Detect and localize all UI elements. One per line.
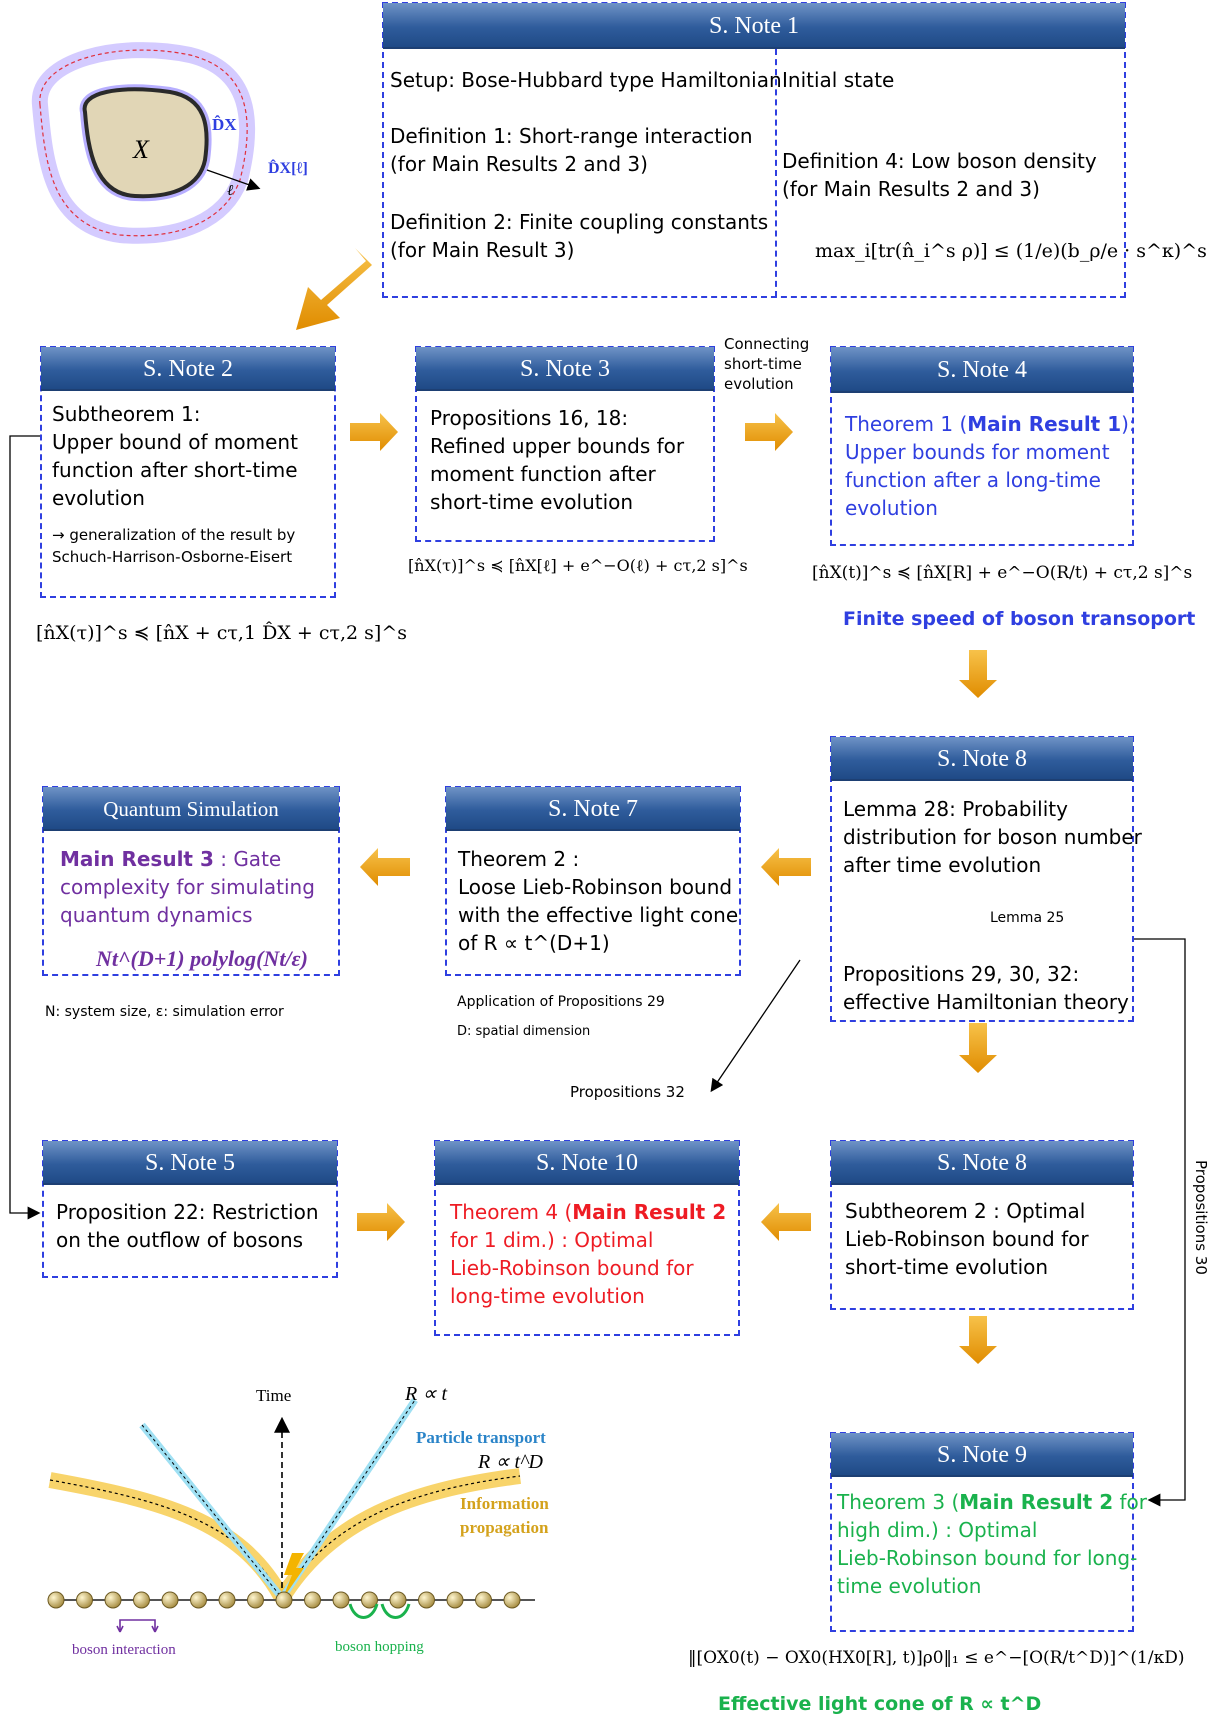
prop30-label: Propositions 30 <box>1192 1160 1210 1275</box>
note8b-header: S. Note 8 <box>831 1141 1133 1185</box>
boson-site <box>47 1591 65 1609</box>
note2-header: S. Note 2 <box>41 347 335 391</box>
note9-header: S. Note 9 <box>831 1433 1133 1477</box>
boson-site <box>418 1591 435 1609</box>
note10-body: Theorem 4 (Main Result 2 for 1 dim.) : O… <box>450 1200 727 1308</box>
cone-rt-label: R ∝ t <box>405 1383 448 1405</box>
note1-def4: Definition 4: Low boson density (for Mai… <box>782 149 1097 201</box>
arrow-note8-to-note8b <box>959 1023 997 1073</box>
note7-app: Application of Propositions 29 <box>457 994 665 1010</box>
note4-body: Theorem 1 (Main Result 1): Upper bounds … <box>845 412 1136 520</box>
boson-site <box>332 1591 350 1609</box>
boson-site <box>389 1591 407 1609</box>
boson-site <box>76 1591 93 1609</box>
boson-site <box>446 1591 464 1609</box>
cone-info1-label: Information <box>460 1494 549 1513</box>
note8a-body1: Lemma 28: Probability distribution for b… <box>843 797 1142 877</box>
note8a-header: S. Note 8 <box>831 737 1133 781</box>
note8b-body: Subtheorem 2 : Optimal Lieb-Robinson bou… <box>845 1199 1089 1279</box>
note9-caption: Effective light cone of R ∝ t^D <box>718 1693 1042 1715</box>
boson-site <box>133 1591 150 1609</box>
note5-body: Proposition 22: Restriction on the outfl… <box>56 1200 319 1252</box>
note1-divider <box>775 49 777 297</box>
prop32-label: Propositions 32 <box>570 1083 685 1101</box>
note2-formula: [n̂X(τ)]^s ≼ [n̂X + cτ,1 D̂X + cτ,2 s]^s <box>36 622 408 644</box>
connector-note8-note9 <box>1133 938 1186 1507</box>
boson-site <box>104 1591 122 1609</box>
arrow-note5-to-note10 <box>357 1203 405 1241</box>
qsim-formula: Nt^(D+1) polylog(Nt/ε) <box>96 946 308 971</box>
arrow-note8-to-note7 <box>761 848 811 886</box>
region-x-label: X <box>133 135 149 164</box>
boson-site <box>304 1591 321 1609</box>
note1-def2: Definition 2: Finite coupling constants … <box>390 210 769 262</box>
note7-body: Theorem 2 : Loose Lieb-Robinson bound wi… <box>458 847 739 955</box>
note4-header: S. Note 4 <box>831 347 1133 393</box>
note1-setup: Setup: Bose-Hubbard type Hamiltonian <box>390 68 782 92</box>
boson-site <box>361 1591 378 1609</box>
connector-note2-note5 <box>9 435 41 1220</box>
note7-header: S. Note 7 <box>446 787 740 831</box>
note2-sub: → generalization of the result by Schuch… <box>52 526 296 566</box>
note1-def1: Definition 1: Short-range interaction (f… <box>390 124 753 176</box>
boson-site <box>503 1591 521 1609</box>
region-illustration <box>31 42 261 244</box>
cone-interaction-label: boson interaction <box>72 1642 176 1658</box>
boson-site <box>475 1591 492 1609</box>
boson-site <box>275 1591 293 1609</box>
note5-header: S. Note 5 <box>43 1141 337 1185</box>
note4-formula: [n̂X(t)]^s ≼ [n̂X[R] + e^−O(R/t) + cτ,2 … <box>812 563 1193 583</box>
note1-header: S. Note 1 <box>383 3 1125 49</box>
note3-header: S. Note 3 <box>416 347 714 391</box>
cone-info2-label: propagation <box>460 1518 549 1537</box>
boson-chain <box>47 1591 521 1609</box>
qsim-header: Quantum Simulation <box>43 787 339 831</box>
boson-site <box>218 1591 236 1609</box>
note2-body: Subtheorem 1: Upper bound of moment func… <box>52 402 298 510</box>
note1-formula: max_i[tr(n̂_i^s ρ)] ≤ (1/e)(b_ρ/e · s^κ)… <box>815 240 1207 262</box>
qsim-caption: N: system size, ε: simulation error <box>45 1004 284 1020</box>
boson-site <box>161 1591 179 1609</box>
note9-formula: ‖[OX0(t) − OX0(HX0[R], t)]ρ0‖₁ ≤ e^−[O(R… <box>688 1648 1185 1668</box>
cone-hopping-label: boson hopping <box>335 1639 424 1655</box>
region-dxl-label: D̂X[ℓ] <box>268 160 308 177</box>
cone-rtd-label: R ∝ t^D <box>478 1451 543 1473</box>
boson-site <box>190 1591 207 1609</box>
note9-body: Theorem 3 (Main Result 2 for high dim.) … <box>837 1490 1147 1598</box>
connect-note: Connecting short-time evolution <box>724 335 810 393</box>
arrow-note1-to-note2 <box>296 248 372 330</box>
arrow-note8b-to-note10 <box>761 1203 811 1241</box>
region-dx-label: D̂X <box>212 115 237 134</box>
arrow-note7-to-qsim <box>360 848 410 886</box>
note4-caption: Finite speed of boson transoport <box>843 608 1196 630</box>
note8a-lemma: Lemma 25 <box>990 910 1065 926</box>
note3-body: Propositions 16, 18: Refined upper bound… <box>430 406 685 514</box>
note8a-box <box>830 736 1134 1022</box>
light-cone-illustration <box>47 1398 535 1633</box>
note7-dim: D: spatial dimension <box>457 1024 591 1039</box>
region-ell-label: ℓ <box>227 183 234 199</box>
boson-site <box>247 1591 264 1609</box>
arrow-note4-to-note8 <box>959 650 997 698</box>
arrow-note2-to-note3 <box>350 413 398 451</box>
note10-header: S. Note 10 <box>435 1141 739 1185</box>
arrow-note8b-to-note9 <box>959 1316 997 1364</box>
note3-formula: [n̂X(τ)]^s ≼ [n̂X[ℓ] + e^−O(ℓ) + cτ,2 s]… <box>408 556 748 575</box>
connector-note8-note10 <box>710 959 801 1093</box>
note1-initial: Initial state <box>782 68 895 92</box>
prop30-label-wrap: Propositions 30 <box>1192 1160 1217 1310</box>
arrow-note3-to-note4 <box>745 413 793 451</box>
qsim-body: Main Result 3 : Gate complexity for simu… <box>60 847 315 927</box>
cone-time-label: Time <box>256 1386 292 1405</box>
cone-transport-label: Particle transport <box>416 1428 546 1447</box>
note8a-body2: Propositions 29, 30, 32: effective Hamil… <box>843 962 1129 1014</box>
note1-box <box>382 2 1126 298</box>
